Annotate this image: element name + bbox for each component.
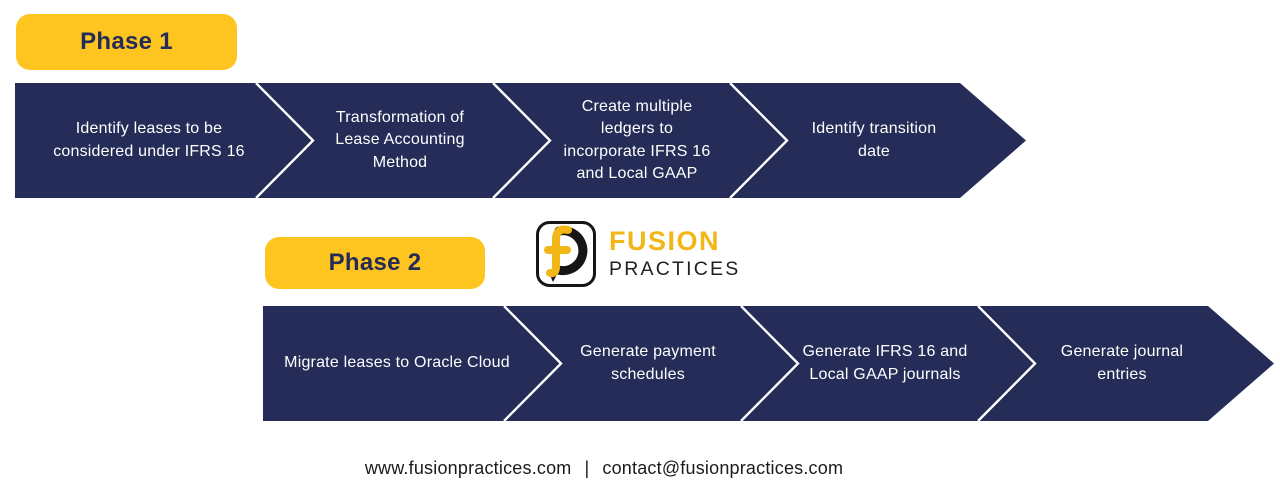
footer: www.fusionpractices.com | contact@fusion…: [0, 458, 1208, 479]
phase-1-flow-band: Identify leases to be considered under I…: [15, 83, 1026, 198]
phase-2-flow-band: Migrate leases to Oracle Cloud Generate …: [263, 306, 1274, 421]
phase-2-label: Phase 2: [328, 249, 422, 276]
phase-2-step-1: Migrate leases to Oracle Cloud: [284, 354, 510, 372]
phase-1-step-3: Create multiple ledgers to incorporate I…: [563, 98, 711, 182]
phase-1-label: Phase 1: [80, 28, 173, 55]
phase-2-step-4: Generate journal entries: [1060, 343, 1184, 383]
footer-website-text: www.fusionpractices.com: [364, 458, 572, 478]
logo-brand-text: FUSION: [609, 225, 721, 256]
fusion-practices-logo: FUSION PRACTICES: [536, 221, 740, 287]
logo-brand-secondary-text: PRACTICES: [609, 257, 741, 280]
phase-2-arrow-band-shape: [263, 306, 1274, 421]
chevron-separator-icon: [729, 83, 789, 198]
chevron-separator-icon: [503, 306, 563, 421]
logo-wordmark: FUSION PRACTICES: [609, 225, 741, 282]
chevron-separator-icon: [492, 83, 552, 198]
footer-separator: |: [584, 458, 590, 478]
phase-2-step-3: Generate IFRS 16 and Local GAAP journals: [802, 343, 968, 383]
chevron-separator-icon: [255, 83, 315, 198]
phase-2-badge: Phase 2: [265, 237, 485, 289]
arrow-band-polygon: [15, 83, 1026, 198]
footer-email-text: contact@fusionpractices.com: [602, 458, 844, 478]
phase-1-step-2: Transformation of Lease Accounting Metho…: [335, 109, 465, 171]
phase-2-step-2: Generate payment schedules: [580, 343, 716, 383]
chevron-separator-icon: [977, 306, 1037, 421]
phase-1-badge: Phase 1: [16, 14, 237, 70]
phase-1-step-4: Identify transition date: [811, 120, 937, 160]
arrow-band-polygon: [263, 306, 1274, 421]
phase-1-step-1: Identify leases to be considered under I…: [53, 120, 245, 160]
chevron-separator-icon: [740, 306, 800, 421]
fusion-practices-logo-icon: [536, 221, 596, 287]
phase-1-arrow-band-shape: [15, 83, 1026, 198]
